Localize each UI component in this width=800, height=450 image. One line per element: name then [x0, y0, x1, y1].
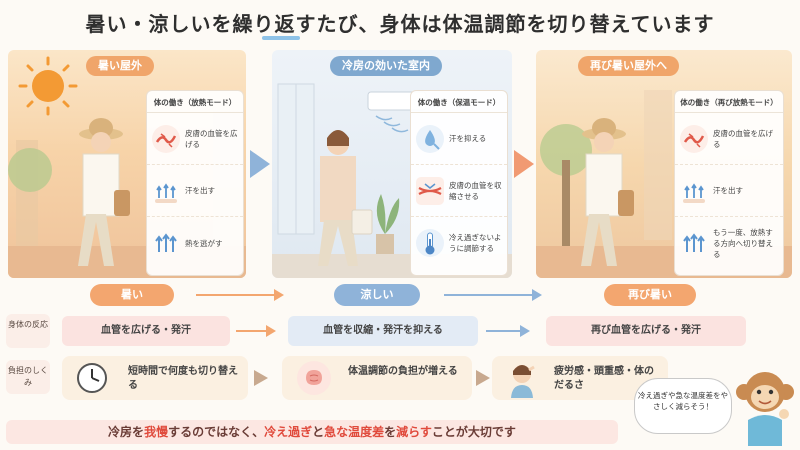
brain-icon [297, 361, 331, 395]
blood-vessel-constrict-icon [416, 176, 444, 205]
mascot-speech-bubble: 冷え過ぎや急な温度差をやさしく減らそう！ [634, 378, 732, 434]
phase-hot-again: 再び暑い [604, 284, 696, 306]
phase-hot: 暑い [90, 284, 174, 306]
woman-figure [78, 118, 130, 266]
card-title: 体の働き（放熱モード） [147, 91, 243, 113]
reaction-arrow-head [520, 325, 530, 337]
load-arrow [476, 370, 490, 386]
page-title: 暑い・涼しいを繰り返すたび、身体は体温調節を切り替えています [85, 12, 715, 36]
blood-vessel-dilate-icon [152, 124, 180, 153]
card-item: 汗を出す [147, 165, 243, 217]
heat-release-icon [683, 233, 705, 252]
phase-cool: 涼しい [334, 284, 420, 306]
clock-icon [77, 363, 107, 393]
card-item: 汗を出す [675, 165, 783, 217]
transition-arrow [250, 150, 270, 178]
key-message: 冷房を我慢するのではなく、冷え過ぎと急な温度差を減らすことが大切です [6, 420, 618, 444]
reaction-hot-again: 再び血管を広げる・発汗 [546, 316, 746, 346]
card-title: 体の働き（再び放熱モード） [675, 91, 783, 113]
sweat-icon [155, 182, 177, 203]
reaction-hot: 血管を広げる・発汗 [62, 316, 230, 346]
tired-woman-icon [511, 365, 535, 398]
scene-cool-indoors: 冷房の効いた室内 体の働き（保温モード） 汗を抑える 皮膚の血管を収縮させる 冷… [272, 50, 512, 278]
card-item: 熱を逃がす [147, 217, 243, 269]
card-item: 冷え過ぎないように調節する [411, 217, 507, 269]
scene-tag: 冷房の効いた室内 [330, 56, 442, 76]
transition-arrow [514, 150, 534, 178]
card-item: 皮膚の血管を広げる [675, 113, 783, 165]
body-function-card: 体の働き（放熱モード） 皮膚の血管を広げる 汗を出す 熱を逃がす [146, 90, 244, 276]
woman-figure [318, 130, 373, 266]
row-label-reaction: 身体の反応 [6, 314, 50, 348]
scene-hot-outdoors-again: 再び暑い屋外へ 体の働き（再び放熱モード） 皮膚の血管を広げる 汗を出す もう一… [536, 50, 792, 278]
sweat-icon [683, 182, 705, 203]
phase-arrow-head [532, 289, 542, 301]
phase-arrow-line [444, 294, 532, 296]
suppress-sweat-icon [416, 124, 444, 153]
load-arrow [254, 370, 268, 386]
woman-figure [581, 118, 634, 266]
sun-icon [18, 56, 78, 116]
card-item: もう一度、放熱する方向へ切り替える [675, 217, 783, 269]
phase-arrow-line [196, 294, 274, 296]
reaction-cool: 血管を収縮・発汗を抑える [288, 316, 478, 346]
reaction-arrow-line [236, 330, 266, 332]
scene-tag: 再び暑い屋外へ [578, 56, 679, 76]
load-step-burden: 体温調節の負担が増える [282, 356, 472, 400]
thermometer-icon [416, 229, 444, 257]
scene-tag: 暑い屋外 [86, 56, 154, 76]
card-title: 体の働き（保温モード） [411, 91, 507, 113]
row-label-load: 負担のしくみ [6, 360, 50, 394]
card-item: 皮膚の血管を広げる [147, 113, 243, 165]
scene-hot-outdoors: 暑い屋外 体の働き（放熱モード） 皮膚の血管を広げる 汗を出す 熱を逃がす [8, 50, 246, 278]
load-step-switching: 短時間で何度も切り替える [62, 356, 248, 400]
body-function-card: 体の働き（再び放熱モード） 皮膚の血管を広げる 汗を出す もう一度、放熱する方向… [674, 90, 784, 276]
reaction-arrow-line [486, 330, 520, 332]
body-function-card: 体の働き（保温モード） 汗を抑える 皮膚の血管を収縮させる 冷え過ぎないように調… [410, 90, 508, 276]
phase-arrow-head [274, 289, 284, 301]
heat-release-icon [155, 233, 177, 252]
reaction-arrow-head [266, 325, 276, 337]
title-accent [262, 36, 300, 40]
blood-vessel-dilate-icon [680, 124, 708, 153]
monkey-mascot-icon [736, 372, 794, 446]
card-item: 汗を抑える [411, 113, 507, 165]
card-item: 皮膚の血管を収縮させる [411, 165, 507, 217]
